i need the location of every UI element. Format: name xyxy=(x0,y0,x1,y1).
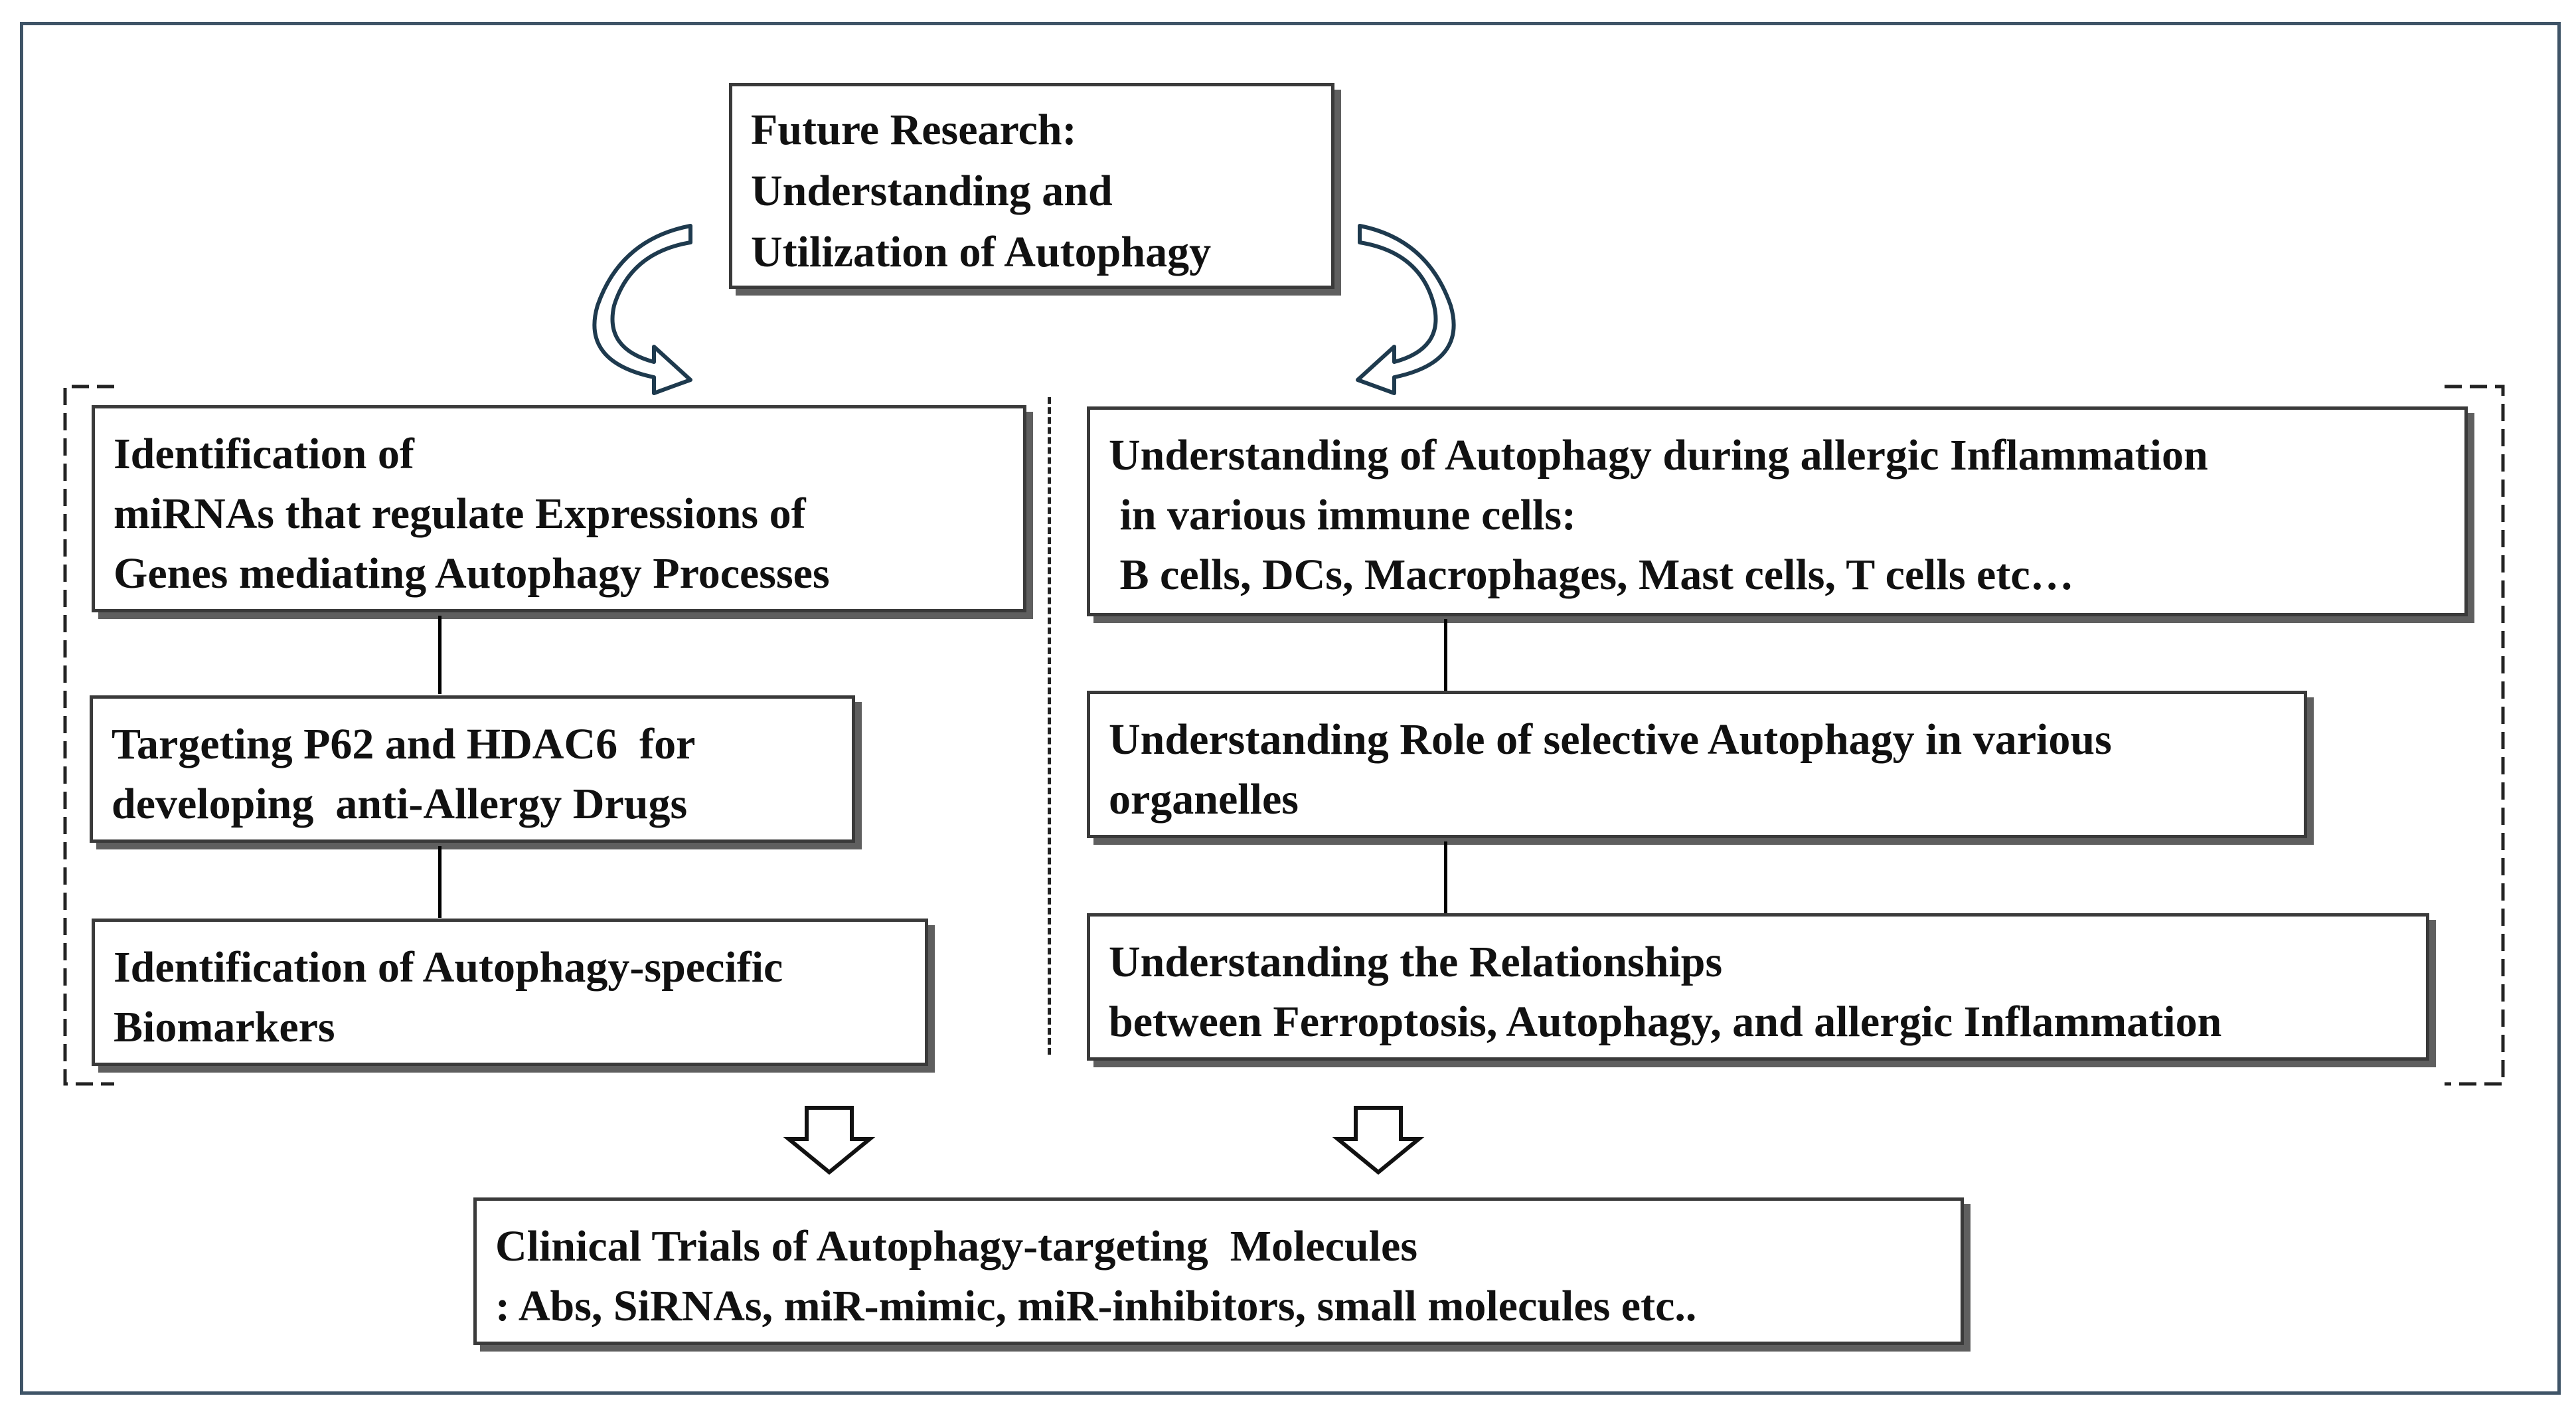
p62-hdac6-targeting-box: Targeting P62 and HDAC6 for developing a… xyxy=(90,695,855,843)
p62-hdac6-targeting-line-2: developing anti-Allergy Drugs xyxy=(112,780,688,828)
future-research-line-3: Utilization of Autophagy xyxy=(751,228,1212,276)
left-connector-2 xyxy=(438,846,442,918)
mirna-identification-line-1: Identification of xyxy=(114,430,414,478)
immune-cells-line-2: in various immune cells: xyxy=(1109,491,1577,539)
immune-cells-line-1: Understanding of Autophagy during allerg… xyxy=(1109,431,2208,480)
clinical-trials-line-2: : Abs, SiRNAs, miR-mimic, miR-inhibitors… xyxy=(495,1282,1697,1330)
left-connector-1 xyxy=(438,616,442,694)
ferroptosis-relationships-line-1: Understanding the Relationships xyxy=(1109,938,1723,986)
future-research-box: Future Research: Understanding and Utili… xyxy=(729,83,1334,289)
column-divider xyxy=(1048,397,1051,1055)
left-bracket xyxy=(63,385,114,1086)
selective-autophagy-box: Understanding Role of selective Autophag… xyxy=(1087,691,2307,838)
immune-cells-line-3: B cells, DCs, Macrophages, Mast cells, T… xyxy=(1109,551,2074,599)
mirna-identification-line-3: Genes mediating Autophagy Processes xyxy=(114,549,830,598)
clinical-trials-line-1: Clinical Trials of Autophagy-targeting M… xyxy=(495,1222,1417,1271)
figure-frame xyxy=(20,22,2561,1395)
biomarkers-line-2: Biomarkers xyxy=(114,1003,335,1051)
selective-autophagy-line-1: Understanding Role of selective Autophag… xyxy=(1109,715,2112,764)
future-research-line-1: Future Research: xyxy=(751,106,1077,154)
mirna-identification-line-2: miRNAs that regulate Expressions of xyxy=(114,489,806,538)
ferroptosis-relationships-line-2: between Ferroptosis, Autophagy, and alle… xyxy=(1109,998,2222,1046)
immune-cells-box: Understanding of Autophagy during allerg… xyxy=(1087,406,2468,616)
right-connector-1 xyxy=(1444,619,1447,691)
left-down-arrow xyxy=(783,1106,876,1175)
biomarkers-line-1: Identification of Autophagy-specific xyxy=(114,943,783,992)
mirna-identification-box: Identification of miRNAs that regulate E… xyxy=(92,405,1026,612)
future-research-line-2: Understanding and xyxy=(751,167,1113,215)
selective-autophagy-line-2: organelles xyxy=(1109,775,1299,824)
right-curved-arrow xyxy=(1356,224,1456,395)
ferroptosis-relationships-box: Understanding the Relationships between … xyxy=(1087,913,2429,1061)
biomarkers-box: Identification of Autophagy-specific Bio… xyxy=(92,919,928,1066)
right-down-arrow xyxy=(1332,1106,1425,1175)
right-bracket xyxy=(2445,385,2505,1086)
left-curved-arrow xyxy=(592,224,692,395)
p62-hdac6-targeting-line-1: Targeting P62 and HDAC6 for xyxy=(112,720,696,768)
right-connector-2 xyxy=(1444,841,1447,913)
clinical-trials-box: Clinical Trials of Autophagy-targeting M… xyxy=(473,1197,1964,1345)
